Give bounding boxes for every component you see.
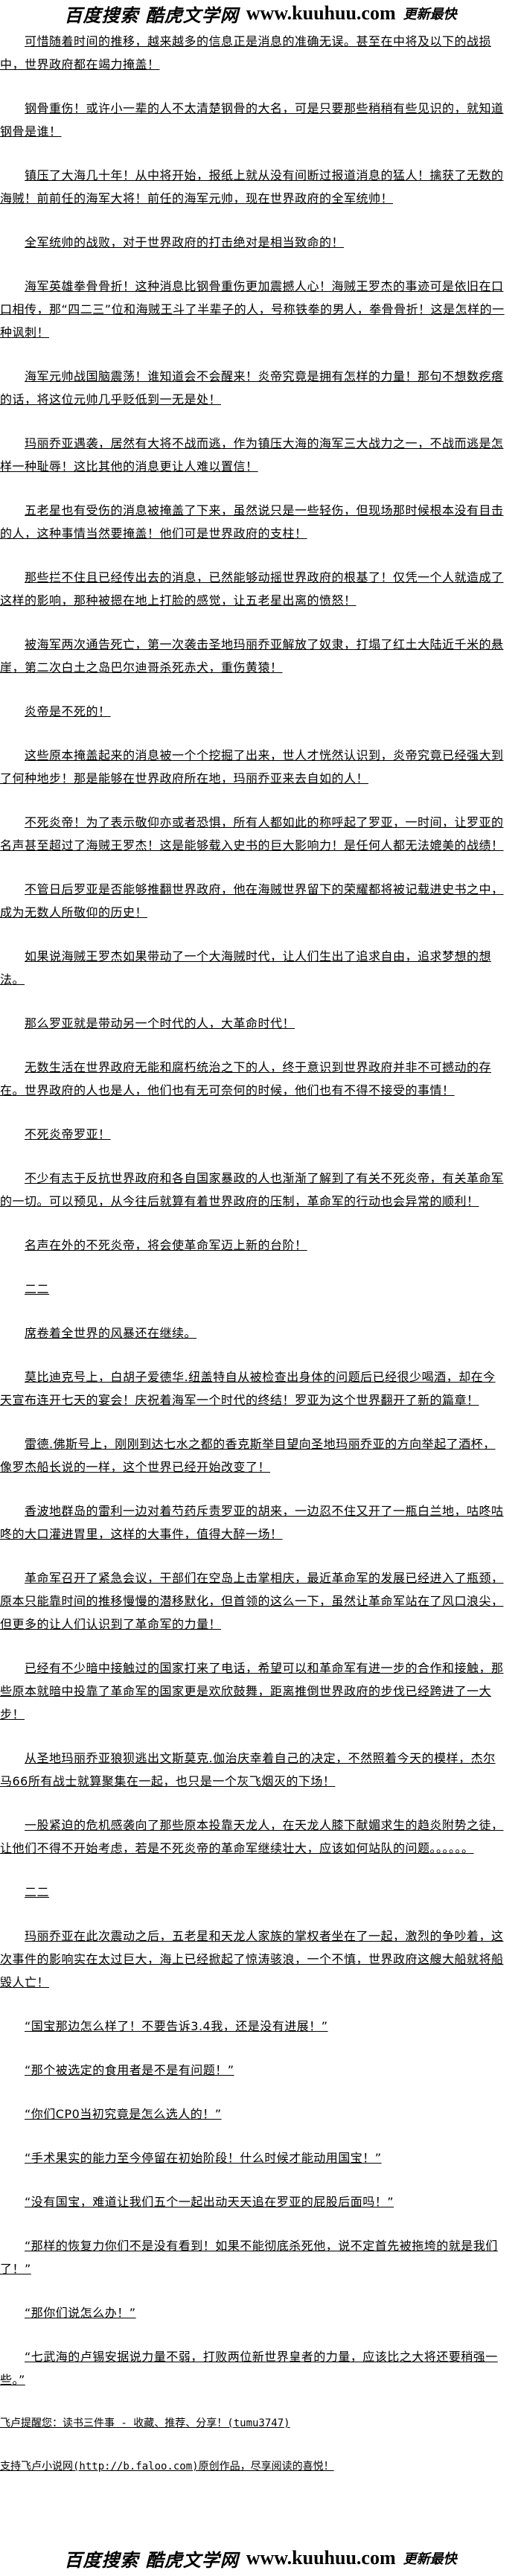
chapter-paragraph: 不少有志于反抗世界政府和各自国家暴政的人也渐渐了解到了有关不死炎帝，有关革命军的… [0, 1171, 504, 1208]
chapter-paragraph: 名声在外的不死炎帝，将会使革命军迈上新的台阶！ [25, 1238, 307, 1252]
banner-text: 百度搜索 酷虎文学网 [64, 2548, 239, 2571]
chapter-paragraph: 雷德.佛斯号上，刚刚到达七水之都的香克斯举目望向圣地玛丽乔亚的方向举起了酒杯，像… [0, 1437, 496, 1474]
chapter-paragraph: “国宝那边怎么样了！不要告诉3.4我，还是没有进展！” [25, 2019, 328, 2033]
chapter-paragraph: “七武海的卢锡安据说力量不弱，打败两位新世界皇者的力量，应该比之大将还要稍强一些… [0, 2350, 498, 2387]
chapter-paragraph: 那么罗亚就是带动另一个时代的人，大革命时代！ [25, 1016, 295, 1030]
chapter-paragraph: 无数生活在世界政府无能和腐朽统治之下的人，终于意识到世界政府并非不可撼动的存在。… [0, 1060, 492, 1097]
chapter-content: 可惜随着时间的推移，越来越多的信息正是消息的准确无误。甚至在中将及以下的战损中，… [0, 27, 506, 2478]
chapter-paragraph: 玛丽乔亚在此次震动之后，五老星和天龙人家族的掌权者坐在了一起，激烈的争吵着，这次… [0, 1929, 504, 1989]
banner-slogan: 更新最快 [403, 2551, 457, 2567]
chapter-paragraph: 席卷着全世界的风暴还在继续。 [25, 1326, 197, 1340]
chapter-paragraph: “那样的恢复力你们不是没有看到！如果不能彻底杀死他，说不定首先被拖垮的就是我们了… [0, 2239, 498, 2276]
banner-slogan: 更新最快 [403, 7, 457, 22]
chapter-paragraph: 已经有不少暗中接触过的国家打来了电话，希望可以和革命军有进一步的合作和接触，那些… [0, 1661, 504, 1721]
site-banner-top: 百度搜索 酷虎文学网 www.kuuhuu.com 更新最快 [0, 0, 521, 27]
footer-support: 支持飞卢小说网(http://b.faloo.com)原创作品，尽享阅读的喜悦！ [0, 2461, 334, 2473]
chapter-paragraph: “手术果实的能力至今停留在初始阶段！什么时候才能动用国宝！” [25, 2151, 382, 2165]
chapter-paragraph: 五老星也有受伤的消息被掩盖了下来，虽然说只是一些轻伤，但现场那时候根本没有目击的… [0, 503, 504, 541]
chapter-paragraph: 二二 [25, 1885, 50, 1899]
chapter-paragraph: 如果说海贼王罗杰如果带动了一个大海贼时代，让人们生出了追求自由，追求梦想的想法。 [0, 949, 492, 986]
chapter-paragraph: 从圣地玛丽乔亚狼狈逃出文斯莫克.伽治庆幸着自己的决定，不然照着今天的模样，杰尔马… [0, 1751, 496, 1788]
chapter-paragraph: 这些原本掩盖起来的消息被一个个挖掘了出来，世人才恍然认识到，炎帝究竟已经强大到了… [0, 748, 504, 785]
chapter-paragraph: 香波地群岛的雷利一边对着芍药斥责罗亚的胡来，一边忍不住又开了一瓶白兰地，咕咚咕咚… [0, 1504, 504, 1541]
chapter-paragraph: 可惜随着时间的推移，越来越多的信息正是消息的准确无误。甚至在中将及以下的战损中，… [0, 34, 492, 71]
chapter-paragraph: 全军统帅的战败，对于世界政府的打击绝对是相当致命的！ [25, 235, 345, 249]
chapter-paragraph: 不死炎帝罗亚！ [25, 1127, 111, 1141]
chapter-paragraph: 不死炎帝！为了表示敬仰亦或者恐惧，所有人都如此的称呼起了罗亚，一时间，让罗亚的名… [0, 815, 504, 852]
chapter-paragraph: “没有国宝，难道让我们五个一起出动天天追在罗亚的屁股后面吗！” [25, 2195, 394, 2209]
chapter-paragraph: 莫比迪克号上，白胡子爱德华.纽盖特自从被检查出身体的问题后已经很少喝酒，却在今天… [0, 1370, 496, 1407]
chapter-paragraph: 被海军两次通告死亡，第一次袭击圣地玛丽乔亚解放了奴隶，打塌了红土大陆近千米的悬崖… [0, 637, 504, 675]
chapter-paragraph: 炎帝是不死的！ [25, 704, 111, 718]
chapter-paragraph: 一股紧迫的危机感袭向了那些原本投靠天龙人，在天龙人膝下献媚求生的趋炎附势之徒，让… [0, 1818, 504, 1855]
chapter-paragraph: 那些拦不住且已经传出去的消息，已然能够动摇世界政府的根基了！仅凭一个人就造成了这… [0, 570, 504, 608]
footer-reminder: 飞卢提醒您：读书三件事 - 收藏、推荐、分享！(tumu3747) [0, 2417, 290, 2429]
chapter-paragraph: 镇压了大海几十年！从中将开始，报纸上就从没有间断过报道消息的猛人！擒获了无数的海… [0, 168, 504, 205]
chapter-paragraph: 海军英雄拳骨骨折！这种消息比钢骨重伤更加震撼人心！海贼王罗杰的事迹可是依旧在口口… [0, 279, 505, 339]
chapter-paragraph: 不管日后罗亚是否能够推翻世界政府，他在海贼世界留下的荣耀都将被记载进史书之中，成… [0, 882, 504, 919]
chapter-paragraph: “你们CP0当初究竟是怎么选人的！” [25, 2107, 222, 2121]
site-banner-bottom: 百度搜索 酷虎文学网 www.kuuhuu.com 更新最快 [0, 2545, 521, 2572]
chapter-paragraph: “那你们说怎么办！” [25, 2306, 136, 2320]
chapter-paragraph: 革命军召开了紧急会议，干部们在空岛上击掌相庆，最近革命军的发展已经进入了瓶颈，原… [0, 1571, 504, 1631]
chapter-paragraph: 二二 [25, 1282, 50, 1296]
banner-url: www.kuuhuu.com [246, 2, 396, 24]
chapter-paragraph: 玛丽乔亚遇袭，居然有大将不战而逃，作为镇压大海的海军三大战力之一，不战而逃是怎样… [0, 436, 504, 474]
chapter-paragraph: “那个被选定的食用者是不是有问题！” [25, 2063, 234, 2077]
banner-url: www.kuuhuu.com [246, 2547, 396, 2569]
chapter-paragraph: 海军元帅战国脑震荡！谁知道会不会醒来！炎帝究竟是拥有怎样的力量！那句不想数疙瘩的… [0, 369, 504, 407]
banner-text: 百度搜索 酷虎文学网 [64, 4, 239, 26]
chapter-paragraph: 钢骨重伤！或许小一辈的人不太清楚钢骨的大名，可是只要那些稍稍有些见识的，就知道钢… [0, 101, 504, 138]
